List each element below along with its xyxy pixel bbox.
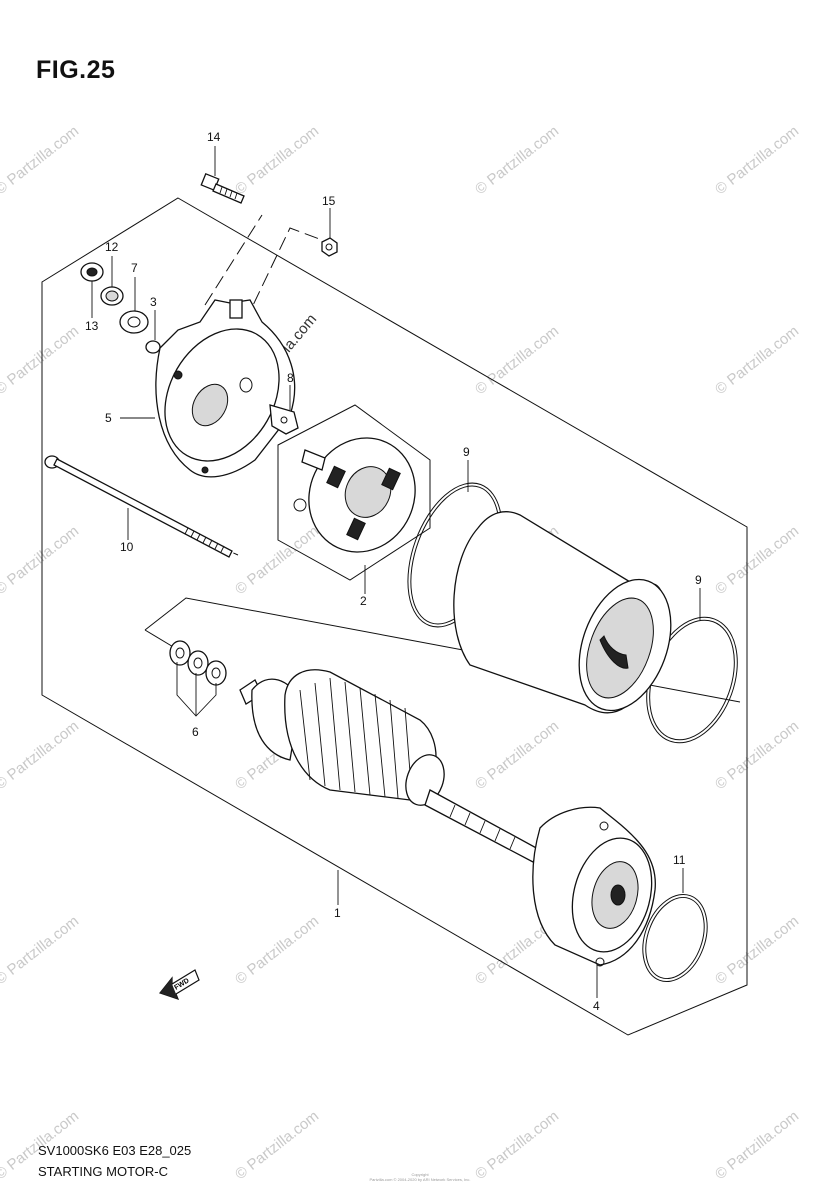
watermark-text: © Partzilla.com <box>712 123 802 199</box>
part-14-bolt <box>200 172 245 204</box>
watermark-layer: © Partzilla.com © Partzilla.com © Partzi… <box>0 123 802 1184</box>
part-5-end-cover <box>155 299 296 478</box>
copyright-line1: Copyright <box>411 1172 429 1177</box>
callout-labels: 14 15 12 7 3 13 5 8 2 9 9 10 6 1 11 4 <box>85 130 702 1013</box>
watermark-text: © Partzilla.com <box>712 718 802 794</box>
watermark-text: © Partzilla.com <box>712 523 802 599</box>
callout-7: 7 <box>131 261 138 275</box>
callout-14: 14 <box>207 130 221 144</box>
callout-9b: 9 <box>695 573 702 587</box>
part-4-front-housing <box>532 806 656 967</box>
part-12-nut <box>100 286 124 306</box>
callout-12: 12 <box>105 240 119 254</box>
watermark-text: © Partzilla.com <box>712 913 802 989</box>
callout-3: 3 <box>150 295 157 309</box>
callout-8: 8 <box>287 371 294 385</box>
callout-10: 10 <box>120 540 134 554</box>
watermark-text: © Partzilla.com <box>712 1108 802 1184</box>
figure-name: STARTING MOTOR-C <box>38 1164 168 1179</box>
part-3-o-ring <box>145 340 161 354</box>
alignment-line-bolt14 <box>204 214 263 306</box>
part-6-washers <box>169 640 227 686</box>
callout-15: 15 <box>322 194 336 208</box>
callout-6: 6 <box>192 725 199 739</box>
watermark-text: © Partzilla.com <box>472 323 562 399</box>
watermark-text: © Partzilla.com <box>0 913 82 989</box>
part-11-o-ring <box>642 893 708 983</box>
watermark-text: © Partzilla.com <box>472 718 562 794</box>
watermark-text: © Partzilla.com <box>0 123 82 199</box>
part-13-cap-nut <box>80 262 104 282</box>
part-7-washer <box>119 310 149 334</box>
armature-subbox-left <box>144 629 176 649</box>
copyright-line2: Partzilla.com © 2004-2020 by ARI Network… <box>369 1177 471 1182</box>
watermark-text: © Partzilla.com <box>232 123 322 199</box>
part-10-long-bolt <box>44 455 233 558</box>
watermark-text: © Partzilla.com <box>712 323 802 399</box>
part-8-terminal-plate <box>269 404 299 435</box>
callout-13: 13 <box>85 319 99 333</box>
figure-title: FIG.25 <box>36 56 116 84</box>
watermark-text: © Partzilla.com <box>232 1108 322 1184</box>
assembly-outline-box <box>41 197 748 1036</box>
callout-5: 5 <box>105 411 112 425</box>
part-15-nut <box>321 237 338 257</box>
yoke-housing <box>453 511 672 714</box>
callout-1: 1 <box>334 906 341 920</box>
watermark-text: © Partzilla.com <box>232 523 322 599</box>
watermark-text: © Partzilla.com <box>0 323 82 399</box>
callout-2: 2 <box>360 594 367 608</box>
callout-9a: 9 <box>463 445 470 459</box>
leader-lines <box>91 146 701 998</box>
callout-4: 4 <box>593 999 600 1013</box>
part-2-brush-holder <box>277 404 431 581</box>
armature <box>239 669 541 863</box>
watermark-text: © Partzilla.com <box>232 913 322 989</box>
callout-11: 11 <box>673 853 686 867</box>
alignment-line-nut15 <box>244 227 323 323</box>
watermark-text: © Partzilla.com <box>0 523 82 599</box>
fwd-arrow-icon: FWD <box>158 969 200 1000</box>
watermark-text: © Partzilla.com <box>472 123 562 199</box>
figure-code: SV1000SK6 E03 E28_025 <box>38 1143 192 1158</box>
copyright-notice: Copyright Partzilla.com © 2004-2020 by A… <box>350 1172 490 1182</box>
watermark-text: © Partzilla.com <box>0 718 82 794</box>
